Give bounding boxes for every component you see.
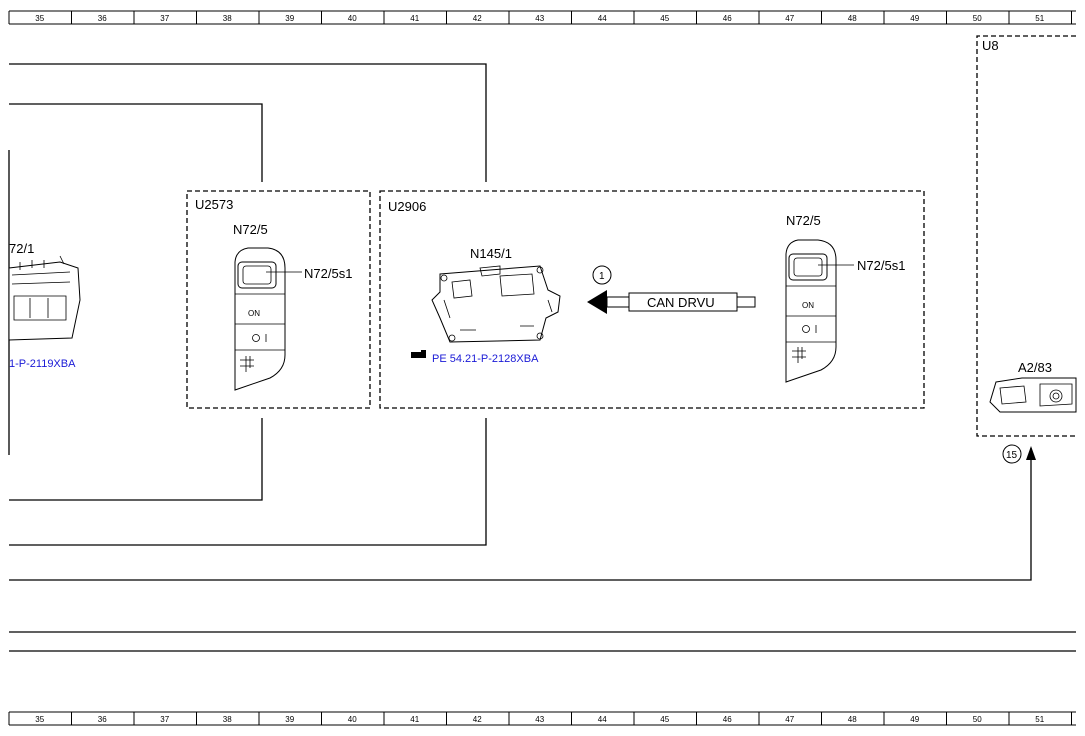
- control-unit-icon: [431, 265, 561, 343]
- ruler-column-41: 41: [410, 715, 419, 724]
- ruler-column-47: 47: [785, 715, 794, 724]
- ruler-column-51: 51: [1035, 715, 1044, 724]
- ruler-column-36: 36: [98, 14, 107, 23]
- can-bus-label: CAN DRVU: [647, 295, 715, 310]
- a283-component-label: A2/83: [1018, 360, 1052, 375]
- ruler-column-38: 38: [223, 14, 232, 23]
- ruler-column-40: 40: [348, 715, 357, 724]
- left-partial-part-icon: [8, 255, 81, 341]
- ruler-column-44: 44: [598, 14, 607, 23]
- ruler-column-35: 35: [35, 14, 44, 23]
- u8-box-label: U8: [982, 38, 999, 53]
- ruler-column-50: 50: [973, 14, 982, 23]
- can-bus-connection: CAN DRVU 1: [587, 265, 756, 314]
- u2573-module: U2573 N72/5 ON N72/5s1: [186, 190, 371, 409]
- ruler-column-37: 37: [160, 715, 169, 724]
- ruler-column-50: 50: [973, 715, 982, 724]
- a283-part-icon: [989, 377, 1077, 413]
- ruler-column-47: 47: [785, 14, 794, 23]
- left-partial-ref-link[interactable]: 1-P-2119XBA: [9, 358, 76, 370]
- ruler-column-40: 40: [348, 14, 357, 23]
- u2906-on-label: ON: [802, 301, 814, 310]
- ruler-column-49: 49: [910, 715, 919, 724]
- ruler-column-43: 43: [535, 715, 544, 724]
- ruler-column-44: 44: [598, 715, 607, 724]
- n145-module-label: N145/1: [470, 246, 512, 261]
- ruler-column-35: 35: [35, 715, 44, 724]
- u2906-module: U2906 N145/1 PE 54.21-P-2128XBA CAN DRVU…: [379, 190, 925, 409]
- ruler-column-45: 45: [660, 715, 669, 724]
- ruler-column-36: 36: [98, 715, 107, 724]
- left-partial-label: 72/1: [9, 241, 34, 256]
- ruler-column-42: 42: [473, 715, 482, 724]
- bus-marker-circle: [592, 265, 612, 285]
- connector-marker-number: 15: [1006, 450, 1018, 461]
- left-partial-module: 72/1 1-P-2119XBA: [8, 241, 81, 370]
- hand-pointer-icon: [411, 350, 426, 358]
- u8-module: U8 A2/83 15: [976, 35, 1077, 464]
- bus-arrow-head: [587, 290, 607, 314]
- u2573-component-label: N72/5: [233, 222, 268, 237]
- n145-module-ref: PE 54.21-P-2128XBA: [432, 353, 539, 365]
- ruler-column-38: 38: [223, 715, 232, 724]
- u2906-switch-label: N72/5s1: [857, 258, 905, 273]
- wiring: [8, 63, 1076, 652]
- u2573-on-label: ON: [248, 309, 260, 318]
- ruler-column-41: 41: [410, 14, 419, 23]
- top-ruler: 35 36 37 38 39 40 41 42 43 44 45 46 47 48 49 50 51: [8, 10, 1076, 25]
- ruler-column-39: 39: [285, 715, 294, 724]
- u2573-box-label: U2573: [195, 197, 233, 212]
- bottom-ruler: 35 36 37 38 39 40 41 42 43 44 45 46 47 48 49 50 51: [8, 711, 1076, 726]
- u2906-box-label: U2906: [388, 199, 426, 214]
- u2906-component-label: N72/5: [786, 213, 821, 228]
- ruler-column-37: 37: [160, 14, 169, 23]
- steering-switch-icon: ON: [234, 247, 286, 391]
- ruler-column-39: 39: [285, 14, 294, 23]
- steering-switch-icon-2: ON: [785, 239, 837, 383]
- ruler-column-51: 51: [1035, 14, 1044, 23]
- ruler-column-42: 42: [473, 14, 482, 23]
- ruler-column-46: 46: [723, 14, 732, 23]
- connector-marker-circle: [1002, 444, 1022, 464]
- module-ref-link[interactable]: PE 54.21-P-2128XBA: [411, 350, 539, 365]
- ruler-column-49: 49: [910, 14, 919, 23]
- ruler-column-45: 45: [660, 14, 669, 23]
- bus-marker-number: 1: [599, 271, 605, 282]
- ruler-column-46: 46: [723, 715, 732, 724]
- ruler-column-48: 48: [848, 715, 857, 724]
- u2573-switch-label: N72/5s1: [304, 266, 352, 281]
- ruler-column-48: 48: [848, 14, 857, 23]
- ruler-column-43: 43: [535, 14, 544, 23]
